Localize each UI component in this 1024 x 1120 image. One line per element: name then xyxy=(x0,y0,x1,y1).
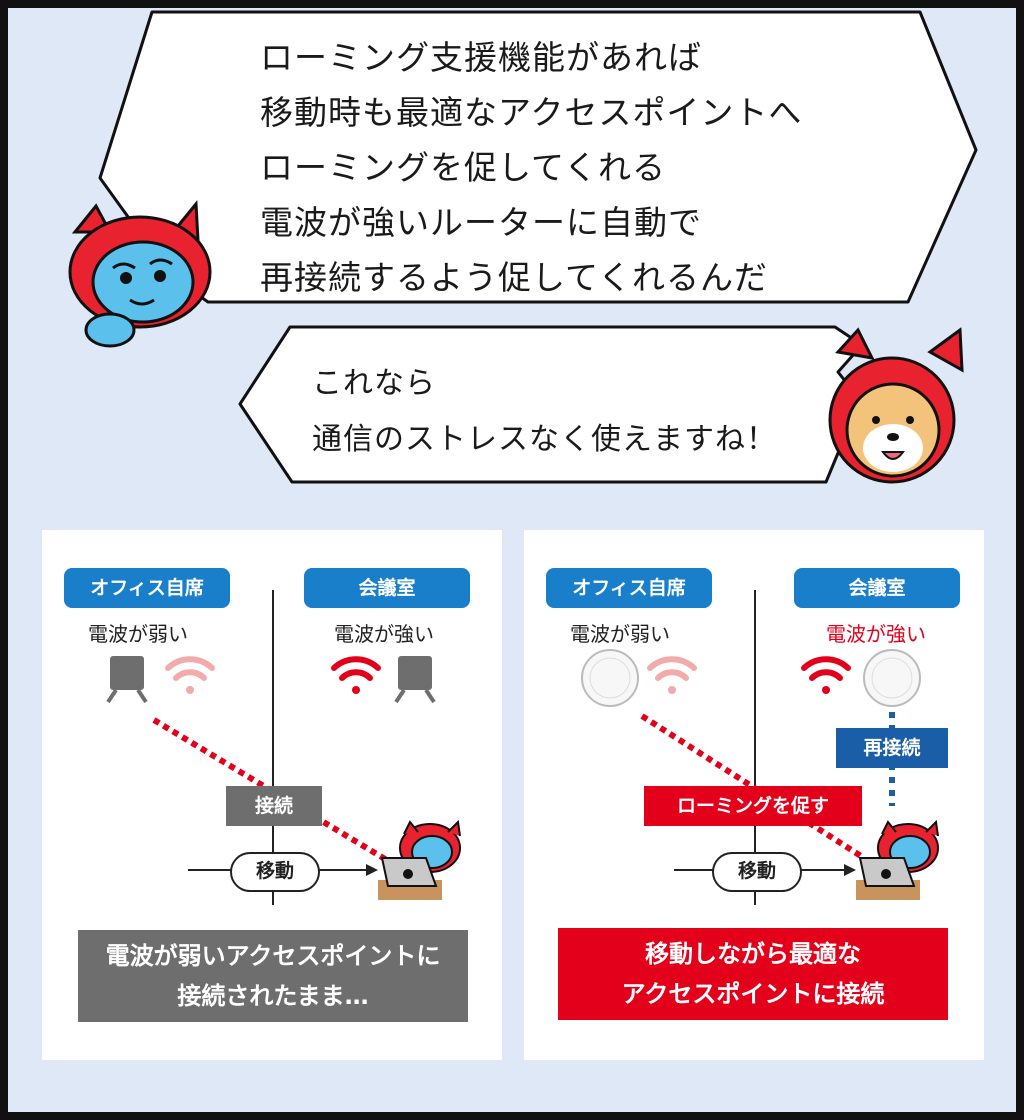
tag-meeting-room: 会議室 xyxy=(304,568,470,608)
right-result-line: アクセスポイントに接続 xyxy=(621,980,885,1008)
move-arrow-head xyxy=(844,864,856,876)
cat-character-icon xyxy=(68,200,212,348)
reconnect-label: 再接続 xyxy=(836,728,948,768)
connect-label: 接続 xyxy=(226,786,322,826)
router-gray-icon xyxy=(394,656,436,704)
main-speech-line: 電波が強いルーターに自動で xyxy=(260,203,702,242)
laptop-cat-icon xyxy=(856,819,939,900)
laptop-cat-icon xyxy=(378,819,461,900)
wifi-strong-icon xyxy=(331,656,381,694)
left-diagram-panel: オフィス自席 会議室 電波が弱い 電波が強い xyxy=(42,530,502,1060)
signal-weak-label: 電波が弱い xyxy=(570,622,670,646)
dog-character-icon xyxy=(828,327,964,484)
right-diagram-graphics xyxy=(581,649,939,900)
signal-strong-label: 電波が強い xyxy=(334,622,434,646)
tag-office-seat: オフィス自席 xyxy=(64,568,230,608)
signal-strong-label: 電波が強い xyxy=(826,622,926,646)
main-speech-line: 移動時も最適なアクセスポイントへ xyxy=(260,93,803,132)
roaming-label: ローミングを促す xyxy=(644,786,862,826)
access-point-white-icon xyxy=(863,649,921,707)
main-speech-line: ローミングを促してくれる xyxy=(260,148,667,187)
signal-weak-label: 電波が弱い xyxy=(88,622,188,646)
room-divider xyxy=(272,590,274,905)
left-result-line: 電波が弱いアクセスポイントに xyxy=(105,942,441,970)
left-result-line: 接続されたまま… xyxy=(177,982,369,1010)
reply-speech-line: これなら xyxy=(312,366,436,401)
router-gray-icon xyxy=(106,656,148,704)
left-result-box: 電波が弱いアクセスポイントに 接続されたまま… xyxy=(78,930,468,1022)
main-speech-text: ローミング支援機能があれば 移動時も最適なアクセスポイントへ ローミングを促して… xyxy=(260,30,802,305)
move-label: 移動 xyxy=(712,852,802,892)
reply-speech-line: 通信のストレスなく使えますね！ xyxy=(312,422,777,457)
right-result-line: 移動しながら最適な xyxy=(645,940,861,968)
wifi-weak-icon xyxy=(165,656,215,694)
main-speech-line: ローミング支援機能があれば xyxy=(260,38,702,77)
wifi-weak-icon xyxy=(647,656,697,694)
main-speech-bubble xyxy=(98,10,978,304)
tag-office-seat: オフィス自席 xyxy=(546,568,712,608)
reply-speech-text: これなら 通信のストレスなく使えますね！ xyxy=(312,356,777,468)
main-speech-line: 再接続するよう促してくれるんだ xyxy=(260,258,769,297)
right-diagram-panel: オフィス自席 会議室 電波が弱い 電波が強い xyxy=(524,530,984,1060)
room-divider xyxy=(754,590,756,905)
tag-meeting-room: 会議室 xyxy=(794,568,960,608)
move-arrow-head xyxy=(366,864,378,876)
wifi-strong-icon xyxy=(801,656,851,694)
right-result-box: 移動しながら最適な アクセスポイントに接続 xyxy=(558,928,948,1020)
move-label: 移動 xyxy=(230,852,320,892)
access-point-white-icon xyxy=(581,649,639,707)
